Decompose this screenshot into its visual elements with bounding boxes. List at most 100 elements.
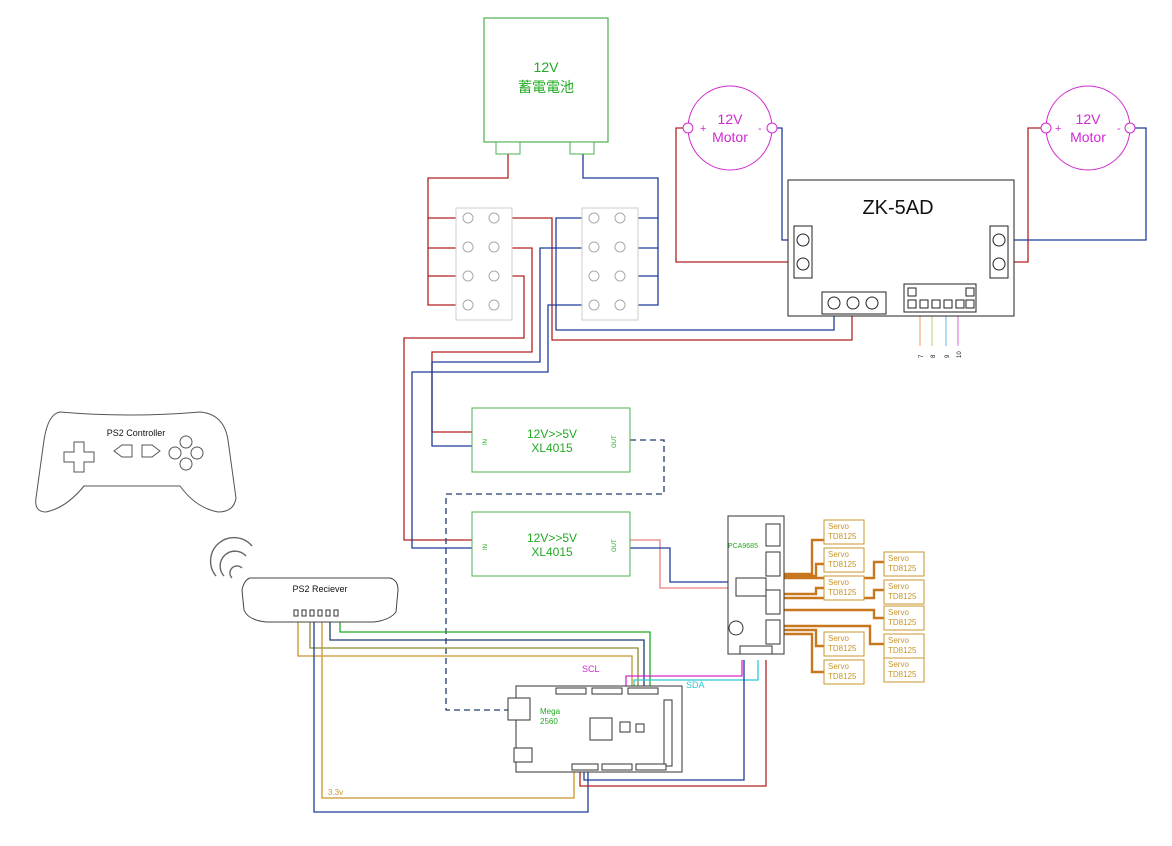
servo-body xyxy=(883,657,925,683)
servo-label: Servo xyxy=(888,660,909,669)
servo-model: TD8125 xyxy=(828,588,857,597)
terminal-screw-icon xyxy=(488,299,500,311)
terminal-screw-icon xyxy=(462,212,474,224)
converter-1-out: OUT xyxy=(612,435,618,448)
wire-servo-1 xyxy=(784,562,824,578)
converter-2: 12V>>5V XL4015 IN OUT xyxy=(471,511,631,577)
servo-model: TD8125 xyxy=(828,532,857,541)
wire-pca-blue xyxy=(583,660,745,781)
terminal-screw-icon xyxy=(488,241,500,253)
battery-name: 蓄電電池 xyxy=(518,79,574,95)
servo-body xyxy=(823,631,865,657)
servo-model: TD8125 xyxy=(888,670,917,679)
driver-pin-7: 7 xyxy=(919,354,925,358)
wire-servo-8 xyxy=(784,624,884,646)
wire-battery-neg xyxy=(582,150,659,219)
mega-2560: Mega 2560 xyxy=(507,685,683,773)
action-buttons-icon xyxy=(168,435,204,471)
dpad-icon xyxy=(63,441,95,473)
servo-body xyxy=(883,579,925,605)
wire-motor2-neg xyxy=(1000,127,1147,241)
servo-body xyxy=(823,659,865,685)
wireless-signal-icon xyxy=(209,536,253,579)
wire-blue-to-conv2 xyxy=(411,304,598,549)
converter-2-out: OUT xyxy=(612,539,618,552)
wire-servo-2 xyxy=(784,586,824,596)
servo-body xyxy=(883,551,925,577)
wire-blue-to-driver xyxy=(555,217,835,331)
servo-body xyxy=(823,519,865,545)
terminal-screw-icon xyxy=(462,299,474,311)
ps2-receiver-name: PS2 Reciever xyxy=(292,584,347,594)
wire-rcv-olive xyxy=(309,616,639,690)
servo-model: TD8125 xyxy=(888,646,917,655)
wire-rcv-green xyxy=(339,616,651,690)
mega-line1: Mega xyxy=(540,707,561,716)
converter-2-line2: XL4015 xyxy=(531,545,573,559)
converter-1-line1: 12V>>5V xyxy=(527,427,577,441)
servo-label: Servo xyxy=(888,554,909,563)
wire-servo-4 xyxy=(784,632,824,674)
pca9685: PCA9685 xyxy=(727,515,785,655)
motor-left-voltage: 12V xyxy=(718,111,744,127)
servo-label: Servo xyxy=(828,662,849,671)
driver-pin-8: 8 xyxy=(931,354,937,358)
servo-model: TD8125 xyxy=(828,644,857,653)
terminal-screw-icon xyxy=(588,241,600,253)
wire-pos-branch-3 xyxy=(427,276,468,306)
servo-label: Servo xyxy=(828,522,849,531)
terminal-blocks xyxy=(455,207,639,321)
wire-conv2-out-red xyxy=(618,539,740,589)
servo-model: TD8125 xyxy=(828,672,857,681)
servo-model: TD8125 xyxy=(888,564,917,573)
wires xyxy=(297,127,1147,813)
wire-rcv-3v3 xyxy=(321,616,575,799)
pca-name: PCA9685 xyxy=(728,543,758,550)
converter-1: 12V>>5V XL4015 IN OUT xyxy=(471,407,631,473)
driver-pin-10: 10 xyxy=(957,351,963,358)
wire-red-to-conv2 xyxy=(403,275,525,541)
motor-right-minus: - xyxy=(1117,123,1121,135)
converter-2-line1: 12V>>5V xyxy=(527,531,577,545)
terminal-screw-icon xyxy=(614,299,626,311)
wire-servo-3 xyxy=(784,628,824,648)
motor-right: + - 12V Motor xyxy=(1040,85,1136,171)
terminal-screw-icon xyxy=(462,241,474,253)
wire-blue-to-conv1 xyxy=(431,247,598,447)
converter-1-in: IN xyxy=(483,439,489,445)
wire-motor1-pos xyxy=(675,127,800,263)
converter-1-line2: XL4015 xyxy=(531,441,573,455)
select-button-icon xyxy=(113,444,133,458)
start-button-icon xyxy=(141,444,161,458)
converter-2-in: IN xyxy=(483,544,489,550)
servo-model: TD8125 xyxy=(888,618,917,627)
motor-driver: ZK-5AD 7 8 9 10 xyxy=(787,179,1015,358)
pca-potentiometer-icon xyxy=(728,620,744,636)
servo-body xyxy=(823,575,865,601)
wire-rcv-dark xyxy=(329,616,645,690)
motor-left-label: Motor xyxy=(712,129,748,145)
terminal-screw-icon xyxy=(488,270,500,282)
servo-body xyxy=(883,605,925,631)
wire-red-to-conv1 xyxy=(431,247,533,433)
driver-pin-9: 9 xyxy=(945,354,951,358)
servo-label: Servo xyxy=(828,634,849,643)
label-3v3: 3.3v xyxy=(328,788,343,797)
terminal-screw-icon xyxy=(614,241,626,253)
ps2-receiver: PS2 Reciever xyxy=(209,536,399,623)
wire-pca-red xyxy=(579,660,767,787)
terminal-screw-icon xyxy=(588,270,600,282)
battery-voltage: 12V xyxy=(534,59,560,75)
ps2-controller: PS2 Controller xyxy=(35,411,237,513)
servo-body xyxy=(823,547,865,573)
motor-driver-name: ZK-5AD xyxy=(862,197,933,219)
